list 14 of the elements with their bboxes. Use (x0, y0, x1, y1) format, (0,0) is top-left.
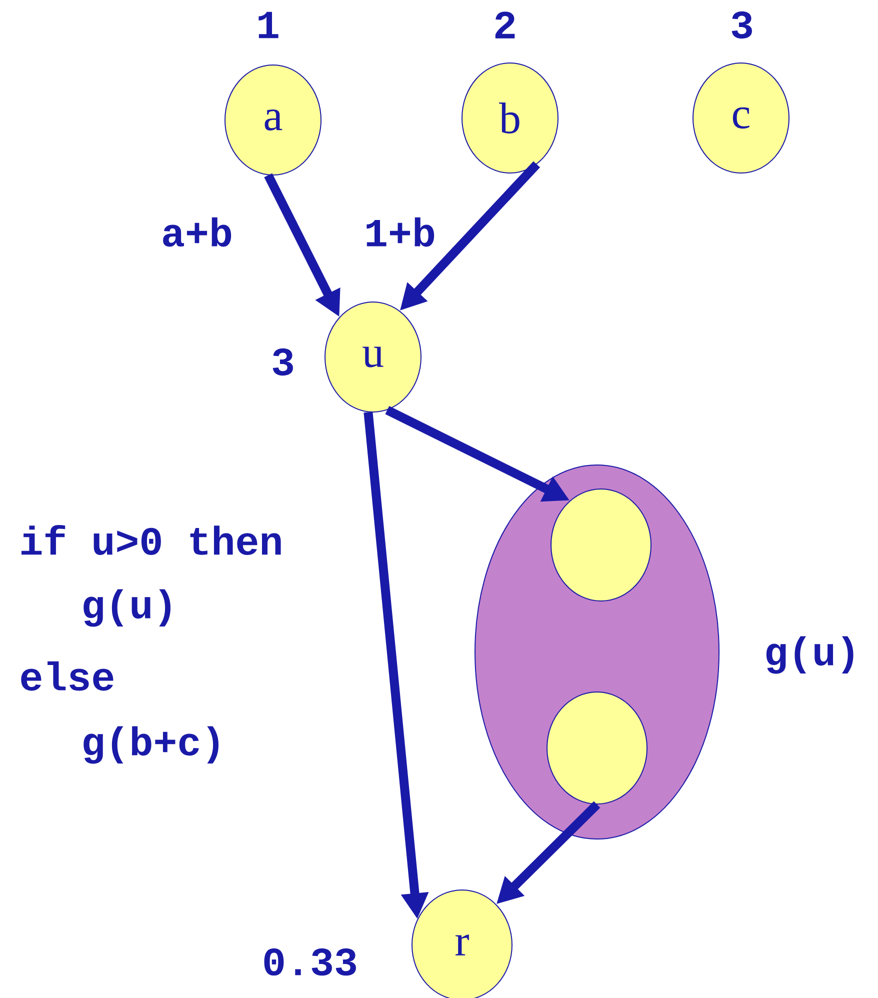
circle-shape (546, 692, 648, 804)
code-text: g(b+c) (84, 726, 218, 764)
circle-shape (550, 488, 652, 602)
node-annotation: 0.33 (264, 948, 356, 976)
code-text: else (21, 661, 114, 691)
node-annotation: 3 (732, 11, 752, 39)
node-annotation: 2 (495, 12, 515, 38)
node-annotation: 3 (272, 348, 293, 376)
code-text: g(u) (84, 589, 170, 627)
edge-label: a+b (163, 217, 232, 247)
node-annotation: 1 (258, 12, 278, 38)
code-text: if u>0 then (22, 525, 281, 555)
node-annotation: g(u) (766, 636, 854, 674)
edge-label: 1+b (366, 217, 434, 247)
